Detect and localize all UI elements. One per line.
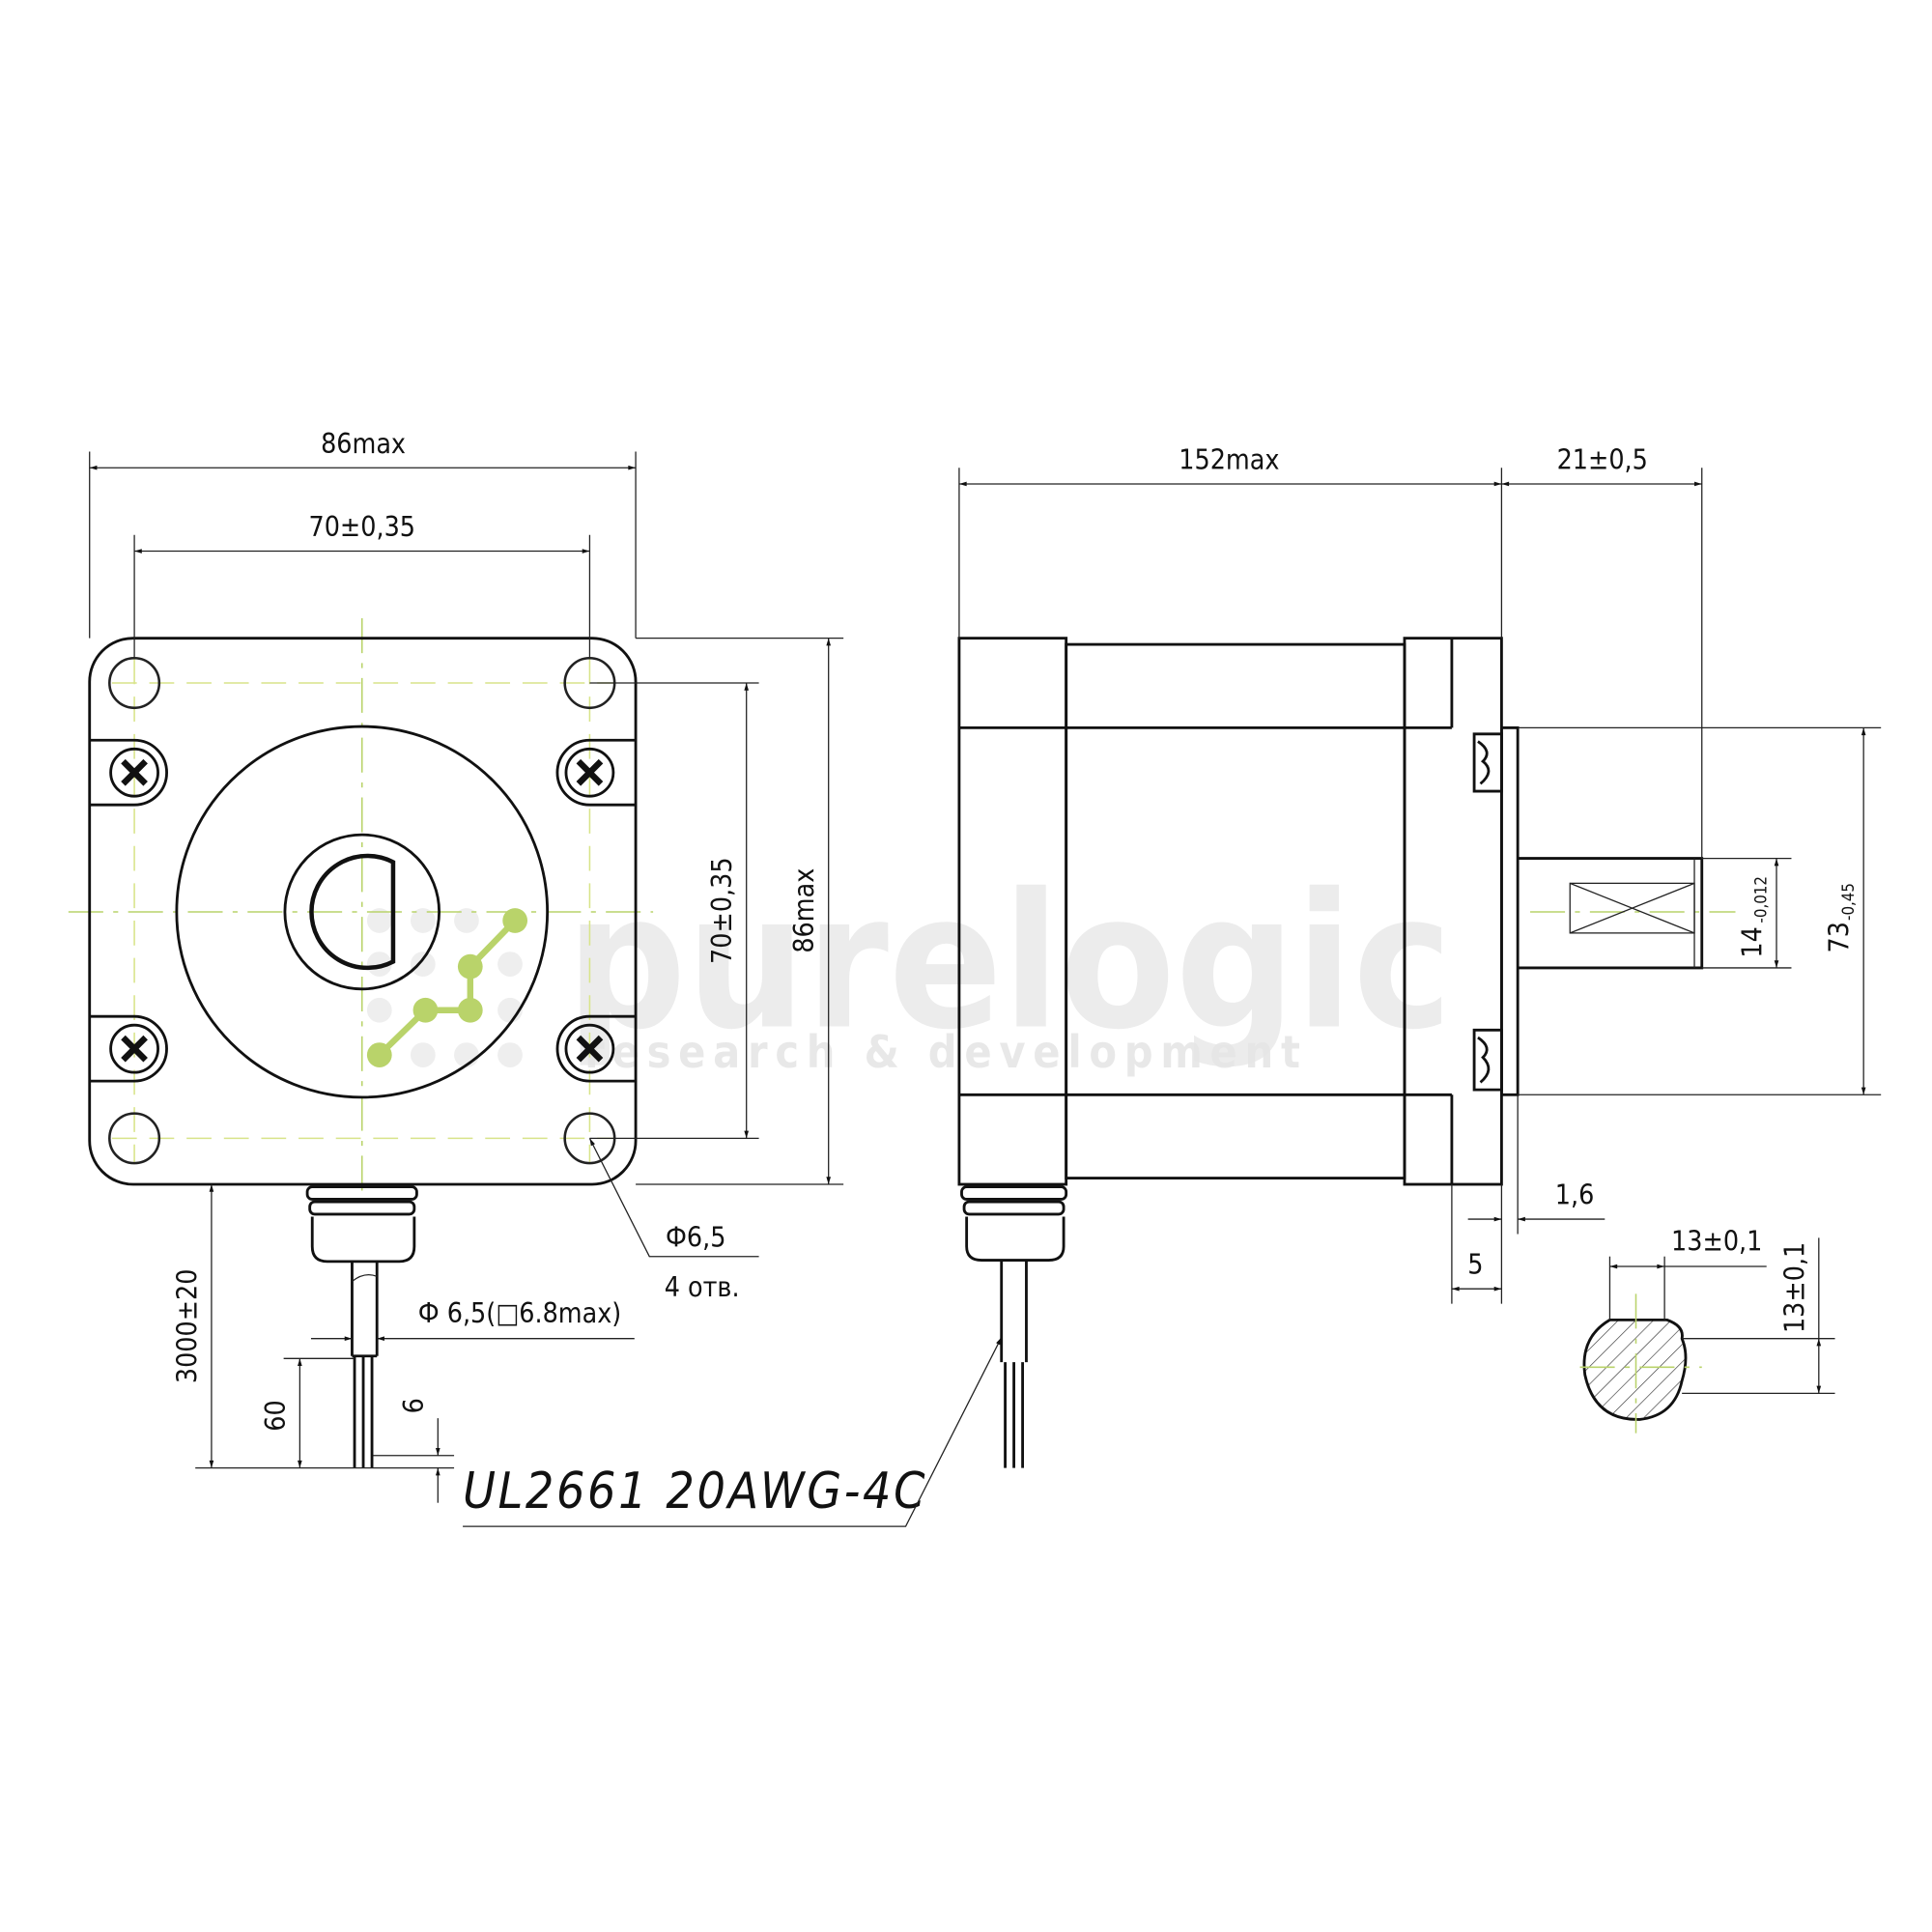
dim-hole-spacing-h: 70±0,35 xyxy=(309,511,416,543)
cable-spec-label: UL2661 20AWG-4C xyxy=(463,1463,927,1520)
front-view: 86max 70±0,35 70±0,35 86max Ф6,5 4 отв. … xyxy=(68,428,1003,1527)
dim-body-length: 152max xyxy=(1179,444,1279,476)
watermark-brand: purelogic xyxy=(566,853,1453,1070)
dim-pilot-height: 1,6 xyxy=(1555,1179,1595,1211)
dim-shaft-diameter-tol: -0,012 xyxy=(1751,876,1771,923)
hole-count-label: 4 отв. xyxy=(665,1271,740,1303)
screw-icon xyxy=(89,738,637,1083)
watermark-tagline: research & development xyxy=(584,1026,1307,1078)
boss-circle xyxy=(283,833,441,991)
cable-connector xyxy=(960,1185,1068,1468)
dim-hole-spacing-v: 70±0,35 xyxy=(706,857,738,964)
dim-flat-height: 13±0,1 xyxy=(1778,1242,1810,1333)
dim-cable-length: 3000±20 xyxy=(171,1269,203,1384)
side-view: 152max 21±0,5 14 -0,012 73 -0,45 1,6 5 xyxy=(957,444,1882,1468)
mounting-holes xyxy=(108,656,616,1165)
dim-flange-thickness: 5 xyxy=(1467,1249,1483,1281)
shaft xyxy=(1518,857,1704,970)
dim-shaft-diameter: 14 xyxy=(1737,926,1769,957)
dim-pilot-diameter-tol: -0,45 xyxy=(1838,883,1858,921)
watermark-logo: purelogic research & development xyxy=(366,853,1453,1078)
dim-height-max: 86max xyxy=(788,868,820,953)
shaft-end xyxy=(309,853,396,971)
dim-pilot-diameter: 73 xyxy=(1824,922,1856,952)
dim-flat-width: 13±0,1 xyxy=(1671,1225,1762,1257)
hole-diameter-label: Ф6,5 xyxy=(666,1221,725,1253)
dim-strip-length: 60 xyxy=(260,1400,292,1431)
cable-connector xyxy=(305,1185,418,1468)
cable-diameter-label: Ф 6,5(□6.8max) xyxy=(418,1297,622,1329)
shaft-section: 13±0,1 13±0,1 xyxy=(1579,1225,1835,1434)
pilot-circle xyxy=(175,724,550,1099)
dim-wire-strip: 6 xyxy=(398,1398,430,1413)
flange-outline xyxy=(88,637,638,1186)
pilot-boss xyxy=(1499,725,1520,1096)
dim-shaft-length: 21±0,5 xyxy=(1557,444,1648,476)
dim-width-max: 86max xyxy=(321,428,406,460)
